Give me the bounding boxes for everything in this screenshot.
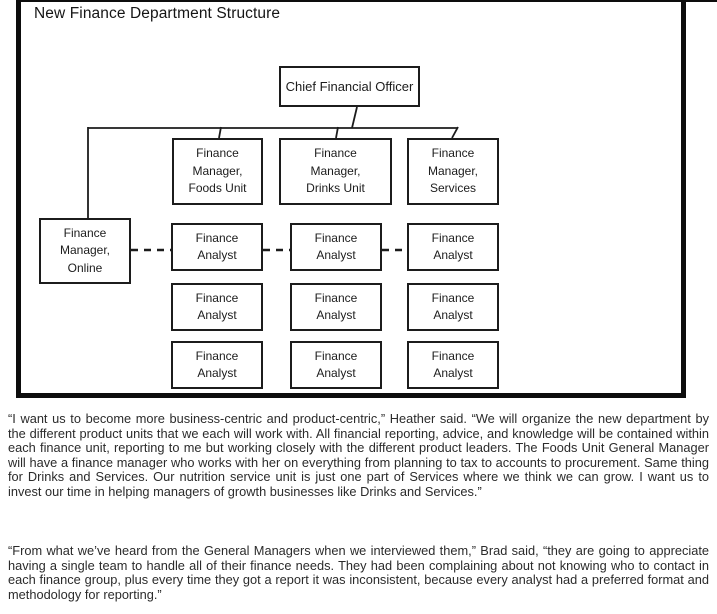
- node-finance-manager-foods: Finance Manager, Foods Unit: [172, 138, 263, 205]
- node-finance-analyst-services-2: Finance Analyst: [407, 283, 499, 331]
- org-chart-frame: [16, 0, 686, 398]
- node-finance-analyst-foods-1: Finance Analyst: [171, 223, 263, 271]
- node-finance-manager-drinks: Finance Manager, Drinks Unit: [279, 138, 392, 205]
- node-finance-analyst-drinks-2: Finance Analyst: [290, 283, 382, 331]
- node-label: Finance Analyst: [314, 290, 358, 323]
- node-label: Finance Analyst: [431, 348, 475, 381]
- node-finance-analyst-services-3: Finance Analyst: [407, 341, 499, 389]
- node-finance-analyst-services-1: Finance Analyst: [407, 223, 499, 271]
- node-label: Finance Analyst: [431, 290, 475, 323]
- node-finance-analyst-drinks-3: Finance Analyst: [290, 341, 382, 389]
- diagram-title: New Finance Department Structure: [34, 5, 281, 22]
- node-label: Finance Manager, Drinks Unit: [306, 146, 365, 196]
- node-label: Finance Analyst: [195, 290, 239, 323]
- node-label: Finance Analyst: [314, 348, 358, 381]
- node-chief-financial-officer: Chief Financial Officer: [279, 66, 420, 107]
- paragraph-heather-quote: “I want us to become more business-centr…: [8, 411, 709, 499]
- node-label: Finance Manager, Services: [427, 146, 479, 196]
- node-label: Finance Manager, Foods Unit: [188, 146, 247, 196]
- node-label: Finance Analyst: [314, 230, 358, 263]
- node-finance-analyst-drinks-1: Finance Analyst: [290, 223, 382, 271]
- node-label: Finance Analyst: [195, 230, 239, 263]
- node-label: Finance Analyst: [431, 230, 475, 263]
- node-finance-manager-online: Finance Manager, Online: [39, 218, 131, 284]
- frame-top-border: [16, 0, 717, 2]
- node-finance-analyst-foods-2: Finance Analyst: [171, 283, 263, 331]
- node-finance-analyst-foods-3: Finance Analyst: [171, 341, 263, 389]
- node-finance-manager-services: Finance Manager, Services: [407, 138, 499, 205]
- node-label: Finance Analyst: [195, 348, 239, 381]
- node-label: Finance Manager, Online: [59, 225, 111, 275]
- paragraph-brad-quote: “From what we’ve heard from the General …: [8, 543, 709, 602]
- node-label: Chief Financial Officer: [285, 78, 414, 94]
